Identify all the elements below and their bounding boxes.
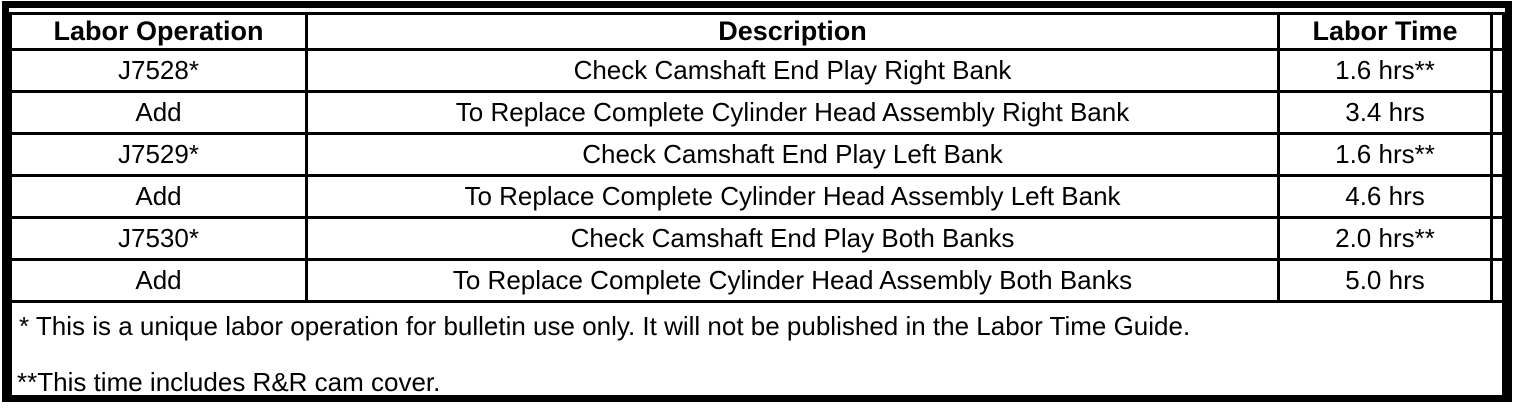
cell-labor-operation: Add <box>9 90 308 135</box>
table-row: J7530* Check Camshaft End Play Both Bank… <box>9 216 1505 261</box>
cell-labor-time: 4.6 hrs <box>1277 174 1493 219</box>
cell-labor-time: 2.0 hrs** <box>1277 216 1493 261</box>
cell-labor-time: 5.0 hrs <box>1277 258 1493 303</box>
column-header-description: Description <box>305 12 1280 51</box>
cell-description: To Replace Complete Cylinder Head Assemb… <box>305 90 1280 135</box>
cell-description: Check Camshaft End Play Both Banks <box>305 216 1280 261</box>
footnote-row: * This is a unique labor operation for b… <box>9 300 1505 400</box>
footnote-cell: * This is a unique labor operation for b… <box>9 300 1505 400</box>
cell-labor-operation: J7530* <box>9 216 308 261</box>
spacer-cell <box>1490 132 1505 177</box>
table-row: J7529* Check Camshaft End Play Left Bank… <box>9 132 1505 177</box>
cell-description: To Replace Complete Cylinder Head Assemb… <box>305 258 1280 303</box>
labor-table-wrapper: Labor Operation Description Labor Time J… <box>9 12 1505 400</box>
cell-description: Check Camshaft End Play Left Bank <box>305 132 1280 177</box>
spacer-cell <box>1490 174 1505 219</box>
cell-labor-operation: J7528* <box>9 48 308 93</box>
table-row: Add To Replace Complete Cylinder Head As… <box>9 90 1505 135</box>
cell-labor-operation: Add <box>9 258 308 303</box>
labor-time-table: Labor Operation Description Labor Time J… <box>9 12 1505 400</box>
bulletin-table-frame: Labor Operation Description Labor Time J… <box>2 1 1512 402</box>
spacer-cell <box>1490 216 1505 261</box>
cell-description: To Replace Complete Cylinder Head Assemb… <box>305 174 1280 219</box>
table-row: Add To Replace Complete Cylinder Head As… <box>9 258 1505 303</box>
table-row: Add To Replace Complete Cylinder Head As… <box>9 174 1505 219</box>
column-header-labor-operation: Labor Operation <box>9 12 308 51</box>
spacer-cell <box>1490 12 1505 51</box>
cell-labor-time: 1.6 hrs** <box>1277 132 1493 177</box>
cell-labor-operation: J7529* <box>9 132 308 177</box>
cell-labor-time: 3.4 hrs <box>1277 90 1493 135</box>
spacer-cell <box>1490 48 1505 93</box>
cell-description: Check Camshaft End Play Right Bank <box>305 48 1280 93</box>
spacer-cell <box>1490 90 1505 135</box>
column-header-labor-time: Labor Time <box>1277 12 1493 51</box>
footnote-unique-labor-operation: * This is a unique labor operation for b… <box>19 311 1191 341</box>
spacer-cell <box>1490 258 1505 303</box>
table-row: J7528* Check Camshaft End Play Right Ban… <box>9 48 1505 93</box>
cell-labor-operation: Add <box>9 174 308 219</box>
footnote-time-includes-cam-cover: **This time includes R&R cam cover. <box>17 367 441 397</box>
cell-labor-time: 1.6 hrs** <box>1277 48 1493 93</box>
header-row: Labor Operation Description Labor Time <box>9 12 1505 51</box>
